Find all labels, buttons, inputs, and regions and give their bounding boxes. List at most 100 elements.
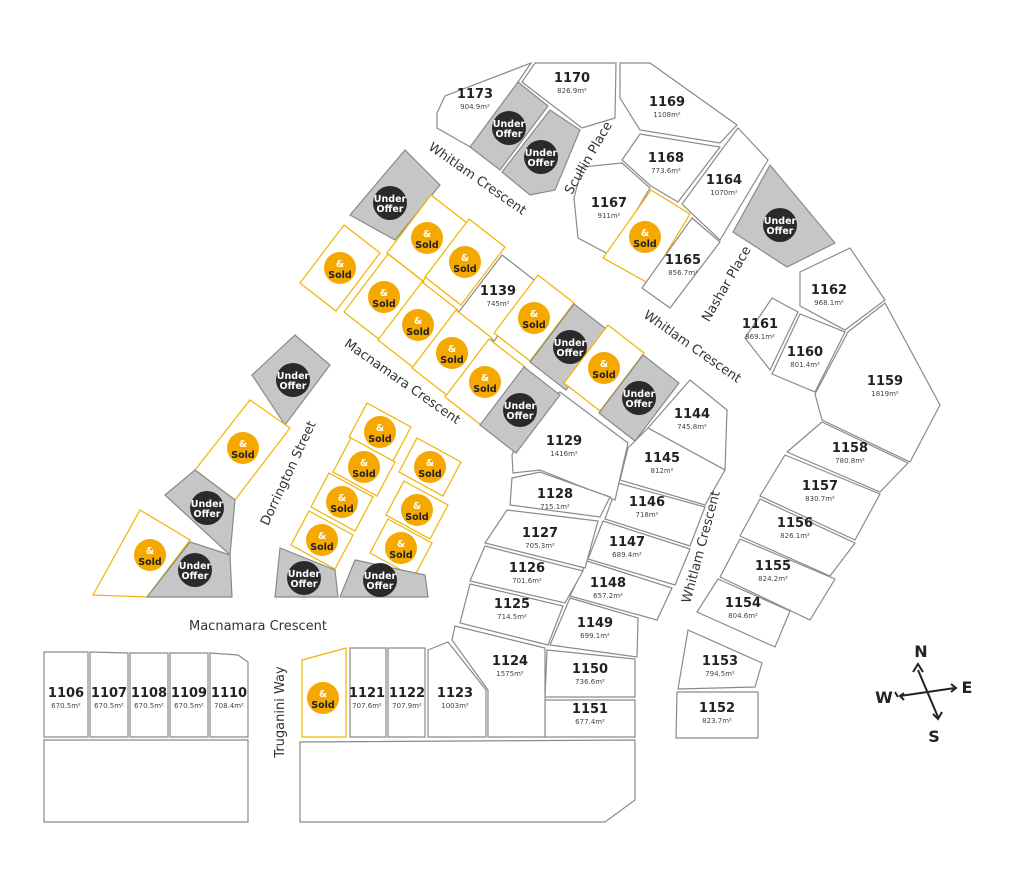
sold-circle-icon	[227, 432, 259, 464]
lot-boundary	[814, 302, 941, 463]
lot-unnumbered-71[interactable]: &Sold	[290, 510, 354, 570]
lot-area: 670.5m²	[134, 702, 164, 710]
lot-unnumbered-49[interactable]: &Sold	[386, 194, 468, 282]
lot-unnumbered-55[interactable]: &Sold	[299, 224, 381, 312]
under-label: Under	[374, 194, 407, 205]
lot-unnumbered-70[interactable]: &Sold	[385, 480, 449, 540]
lot-boundary	[549, 597, 639, 658]
lot-unnumbered-39[interactable]: &Sold	[301, 647, 347, 738]
lot-unnumbered-59[interactable]: &Sold	[444, 338, 526, 426]
lot-area: 794.5m²	[705, 670, 735, 678]
lot-unnumbered-57[interactable]: &Sold	[377, 281, 459, 369]
lot-boundary	[677, 629, 763, 690]
lot-unnumbered-72[interactable]: &Sold	[369, 518, 433, 578]
lot-unnumbered-69[interactable]: &Sold	[310, 472, 374, 532]
lot-unnumbered-68[interactable]: &Sold	[398, 437, 462, 497]
lot-number: 1170	[554, 71, 590, 86]
lot-area: 705.3m²	[525, 542, 555, 550]
lot-unnumbered-45[interactable]	[43, 739, 249, 823]
lot-unnumbered-50[interactable]: &Sold	[424, 218, 506, 306]
lot-unnumbered-58[interactable]: &Sold	[411, 309, 493, 397]
lot-area: 677.4m²	[575, 718, 605, 726]
sold-label: Sold	[352, 469, 375, 480]
lot-unnumbered-67[interactable]: &Sold	[332, 437, 396, 497]
lot-area: 1070m²	[710, 189, 738, 197]
lot-unnumbered-53[interactable]: &Sold	[563, 324, 645, 412]
lot-area: 830.7m²	[805, 495, 835, 503]
lot-number: 1125	[494, 597, 530, 612]
under-offer-circle-icon	[553, 330, 587, 364]
lot-unnumbered-66[interactable]: &Sold	[348, 402, 412, 462]
sold-circle-icon	[307, 682, 339, 714]
sold-amp: &	[318, 531, 326, 542]
lot-number: 1169	[649, 95, 685, 110]
lot-unnumbered-64[interactable]: &Sold	[92, 509, 191, 598]
street-label: Truganini Way	[273, 666, 288, 759]
sold-label: Sold	[473, 384, 496, 395]
lot-area: 801.4m²	[790, 361, 820, 369]
lot-number: 1139	[480, 284, 516, 299]
compass-s: S	[928, 727, 940, 746]
lot-unnumbered-62[interactable]: &Sold	[194, 399, 291, 501]
lot-number: 1151	[572, 702, 608, 717]
lot-boundary	[619, 62, 738, 144]
lot-unnumbered-51[interactable]: &Sold	[493, 274, 575, 362]
compass-w: W	[875, 688, 893, 707]
lot-unnumbered-56[interactable]: &Sold	[343, 253, 425, 341]
lot-unnumbered-46[interactable]	[299, 739, 636, 823]
lot-area: 745m²	[487, 300, 510, 308]
sold-circle-icon	[411, 222, 443, 254]
